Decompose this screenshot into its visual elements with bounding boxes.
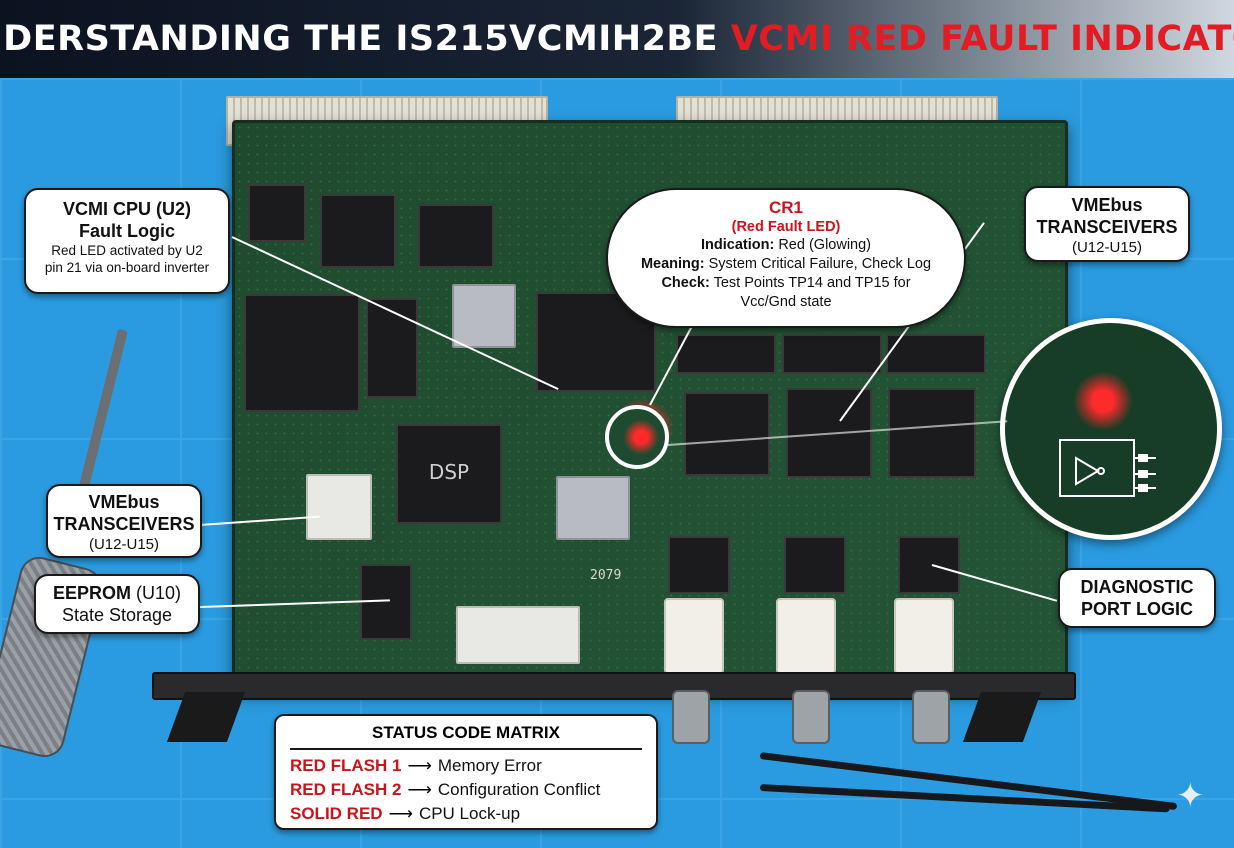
chip-u5 <box>366 298 418 398</box>
cr1-check: Check: Test Points TP14 and TP15 for <box>661 275 911 291</box>
callout-cpu-sub1: Red LED activated by U2 <box>51 243 203 258</box>
arrow-icon: ⟶ <box>407 756 432 775</box>
chip-fpga <box>244 294 360 412</box>
barcode-label <box>456 606 580 664</box>
vme-right-sub: (U12-U15) <box>1071 239 1143 256</box>
cr1-subtitle: (Red Fault LED) <box>731 219 841 235</box>
matrix-code: SOLID RED <box>290 804 383 823</box>
cr1-title: CR1 <box>768 198 803 217</box>
chip-ram-row <box>676 334 776 374</box>
title-highlight: VCMI RED FAULT INDICATOR <box>730 19 1234 59</box>
callout-cpu-head1: VCMI CPU (U2) <box>62 199 191 219</box>
matrix-row: RED FLASH 1 ⟶ Memory Error <box>290 754 642 778</box>
callout-vme-left: VMEbus TRANSCEIVERS (U12-U15) <box>46 484 202 558</box>
chip-vme-1 <box>684 392 770 476</box>
cr1-meaning: Meaning: System Critical Failure, Check … <box>640 256 932 272</box>
vme-right-head1: VMEbus <box>1071 195 1143 215</box>
sparkle-icon: ✦ <box>1176 777 1205 815</box>
silkscreen-2079: 2079 <box>590 568 622 583</box>
matrix-desc: Configuration Conflict <box>437 780 601 799</box>
matrix-row: SOLID RED ⟶ CPU Lock-up <box>290 802 642 826</box>
cr1-zoom-small <box>605 405 669 469</box>
arrow-icon: ⟶ <box>388 804 413 823</box>
cr1-zoom-large <box>1000 318 1222 540</box>
matrix-title: STATUS CODE MATRIX <box>290 722 642 750</box>
cr1-indication: Indication: Red (Glowing) <box>700 237 871 253</box>
chip-ram-row-2 <box>782 334 882 374</box>
vme-right-head2: TRANSCEIVERS <box>1036 217 1178 237</box>
chip-plcc <box>556 476 630 540</box>
matrix-code: RED FLASH 1 <box>290 756 402 775</box>
bnc-connector-1 <box>672 690 710 744</box>
chip-u3 <box>418 204 494 268</box>
cr1-led-magnified <box>1073 371 1133 431</box>
cr1-check-cont: Vcc/Gnd state <box>740 294 832 310</box>
eeprom-head: EEPROM (U10) <box>52 583 182 603</box>
cr1-led <box>623 419 659 455</box>
page-title: UNDERSTANDING THE IS215VCMIH2BE VCMI RED… <box>0 19 1234 59</box>
chip-eprom-window <box>452 284 516 348</box>
vme-left-sub: (U12-U15) <box>88 536 160 553</box>
vme-left-head1: VMEbus <box>88 492 160 512</box>
chip-dsp: DSP <box>396 424 502 524</box>
callout-vme-right: VMEbus TRANSCEIVERS (U12-U15) <box>1024 186 1190 262</box>
chip-ram-row-3 <box>886 334 986 374</box>
diag-head2: PORT LOGIC <box>1081 599 1193 619</box>
chip-diag-2 <box>784 536 846 594</box>
title-bar: UNDERSTANDING THE IS215VCMIH2BE VCMI RED… <box>0 0 1234 78</box>
matrix-desc: Memory Error <box>437 756 542 775</box>
matrix-code: RED FLASH 2 <box>290 780 402 799</box>
chip-dsp-label: DSP <box>428 460 470 484</box>
inverter-schematic <box>1059 439 1156 497</box>
vme-left-head2: TRANSCEIVERS <box>53 514 195 534</box>
jack-1 <box>664 598 724 674</box>
bnc-connector-3 <box>912 690 950 744</box>
callout-diag: DIAGNOSTIC PORT LOGIC <box>1058 568 1216 628</box>
chip-diag-3 <box>898 536 960 594</box>
eeprom-sub: State Storage <box>61 605 173 625</box>
callout-eeprom: EEPROM (U10) State Storage <box>34 574 200 634</box>
arrow-icon: ⟶ <box>407 780 432 799</box>
chip-vme-3 <box>888 388 976 478</box>
callout-cpu-sub2: pin 21 via on-board inverter <box>44 260 210 275</box>
status-code-matrix: STATUS CODE MATRIX RED FLASH 1 ⟶ Memory … <box>274 714 658 830</box>
callout-cr1: CR1 (Red Fault LED) Indication: Red (Glo… <box>606 188 966 328</box>
chip-u4 <box>248 184 306 242</box>
bnc-connector-2 <box>792 690 830 744</box>
jack-2 <box>776 598 836 674</box>
callout-cpu-head2: Fault Logic <box>79 221 175 241</box>
matrix-desc: CPU Lock-up <box>418 804 521 823</box>
callout-cpu-u2: VCMI CPU (U2) Fault Logic Red LED activa… <box>24 188 230 294</box>
jack-3 <box>894 598 954 674</box>
chip-diag-1 <box>668 536 730 594</box>
chip-u12-socket <box>306 474 372 540</box>
chip-u1 <box>320 194 396 268</box>
matrix-row: RED FLASH 2 ⟶ Configuration Conflict <box>290 778 642 802</box>
diag-head1: DIAGNOSTIC <box>1080 577 1194 597</box>
